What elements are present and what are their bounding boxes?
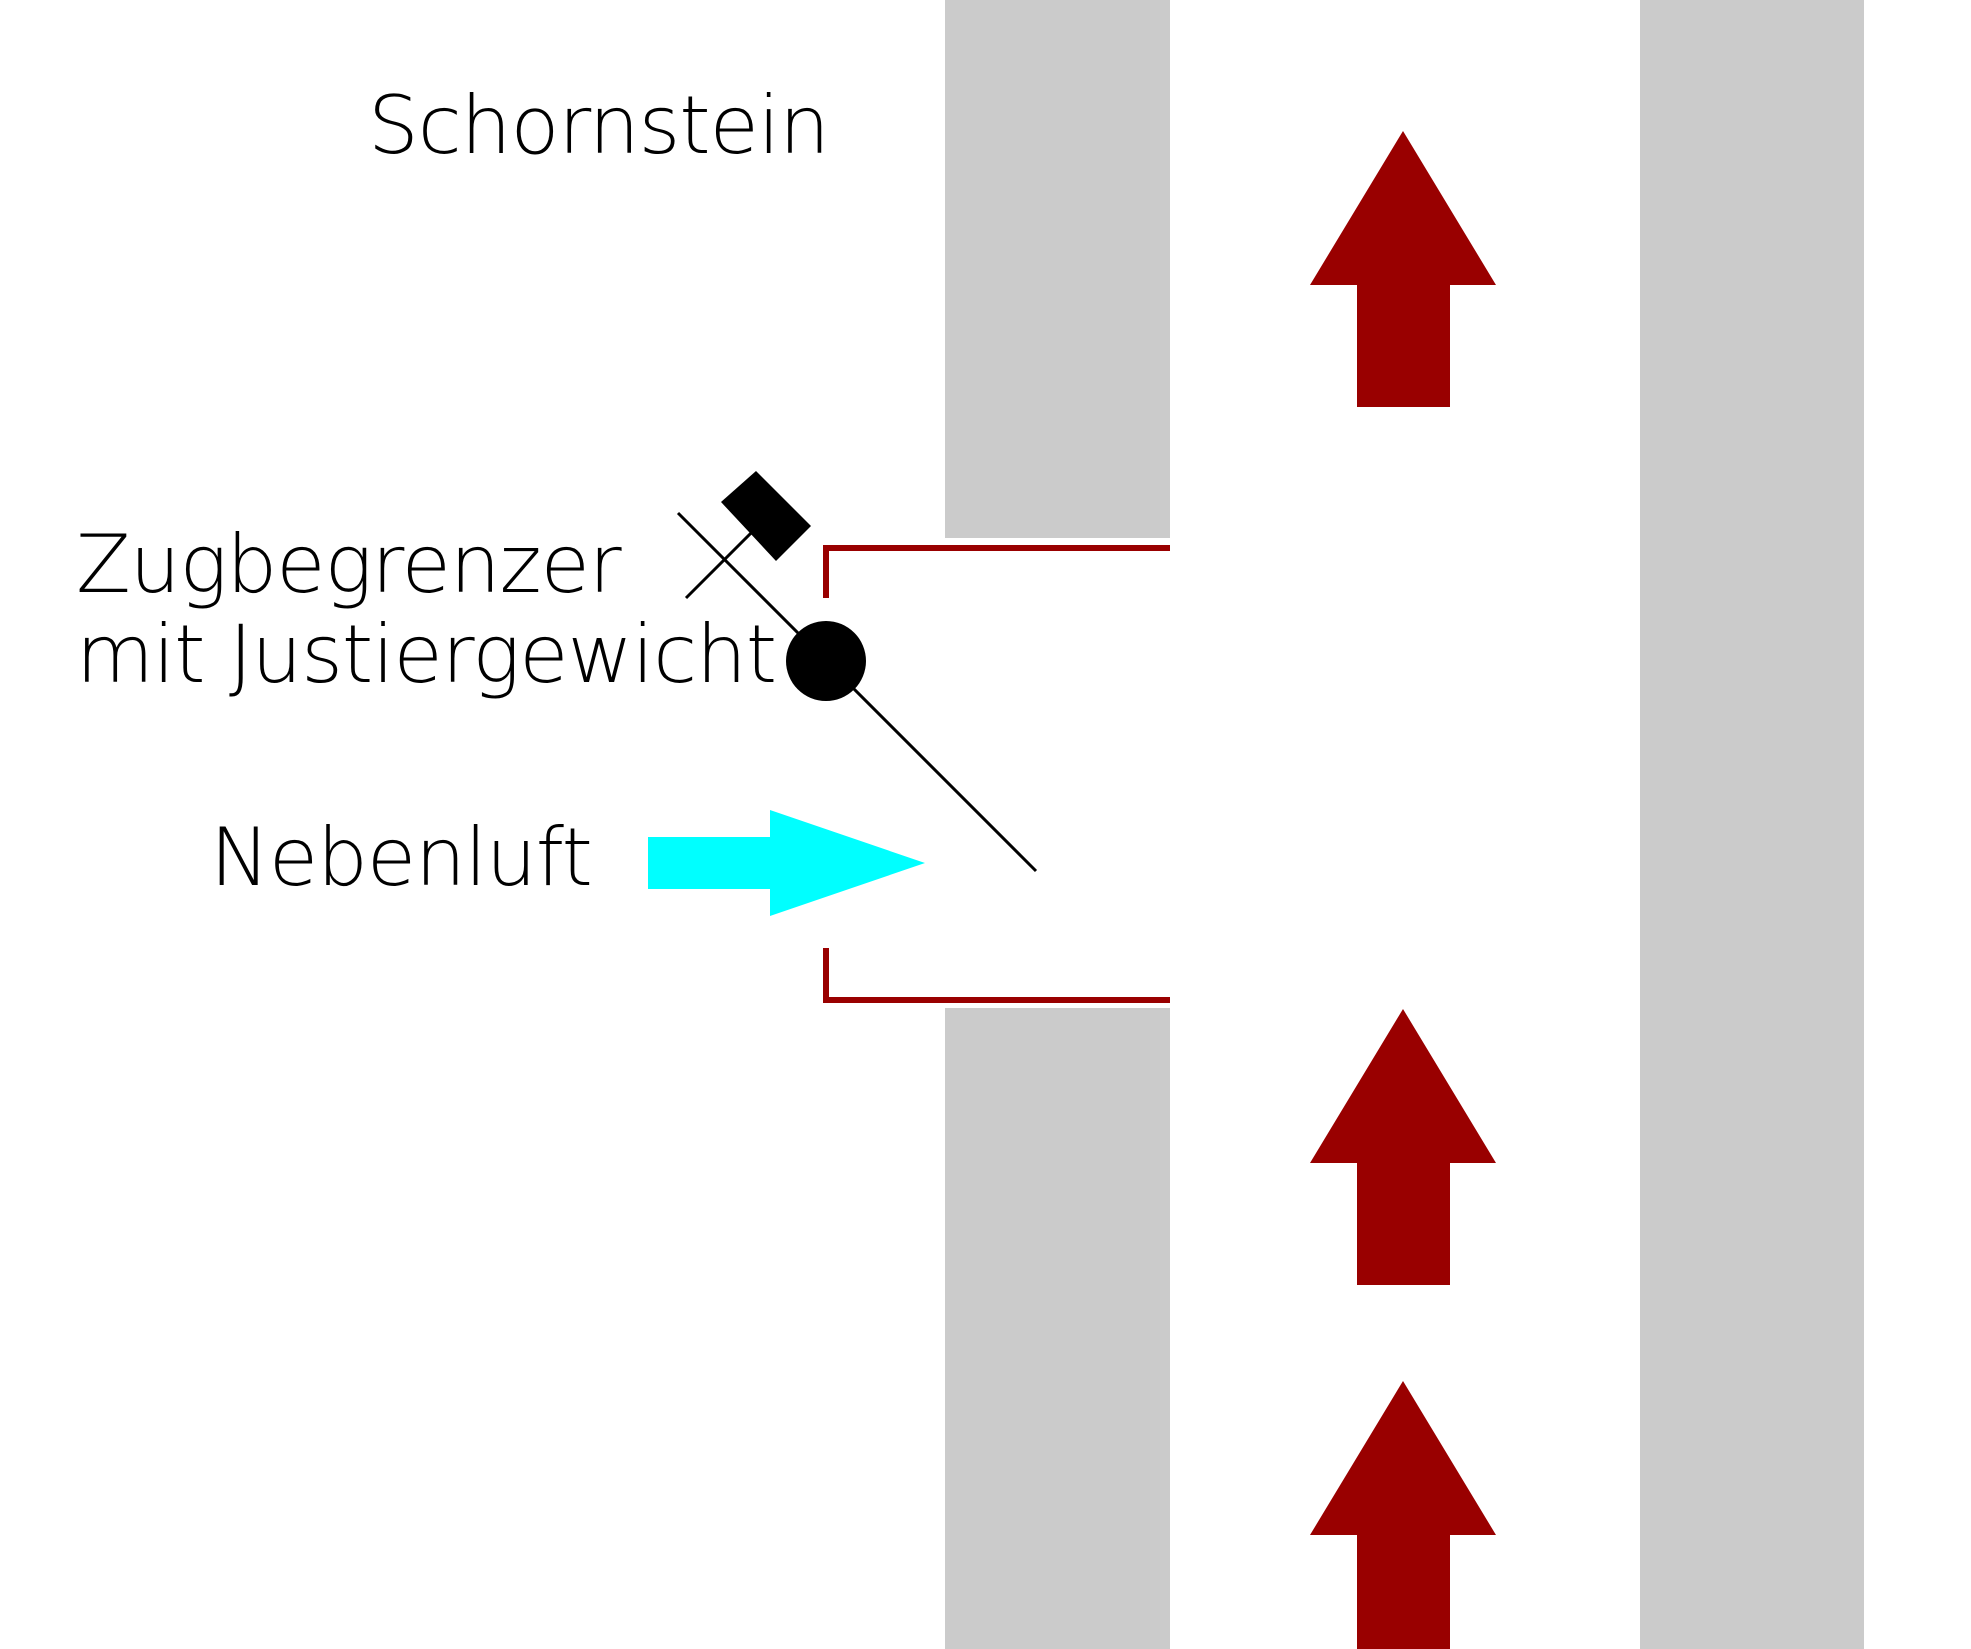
draft-limiter-label-line2: mit Justiergewicht <box>76 608 777 701</box>
chimney-label: Schornstein <box>368 79 830 172</box>
draft-limiter-flap <box>676 511 1038 873</box>
secondary-air-label: Nebenluft <box>210 811 593 904</box>
secondary-air-arrow-icon <box>648 810 925 916</box>
draft-limiter-frame-bottom <box>823 948 1170 1003</box>
flue-gas-arrow-icon <box>1310 131 1496 407</box>
draft-limiter-label: Zugbegrenzer mit Justiergewicht <box>76 518 777 701</box>
draft-limiter-frame-top <box>823 545 1170 598</box>
pivot-dot-icon <box>786 621 866 701</box>
chimney-inner-wall-upper <box>945 0 1170 538</box>
chimney-outer-wall <box>1640 0 1864 1649</box>
draft-limiter-label-line1: Zugbegrenzer <box>76 518 622 611</box>
adjustment-weight-icon <box>721 471 811 561</box>
flue-gas-arrow-icon <box>1310 1381 1496 1649</box>
chimney-inner-wall-lower <box>945 1008 1170 1649</box>
flue-gas-arrow-icon <box>1310 1009 1496 1285</box>
weight-crossbar <box>684 519 765 600</box>
